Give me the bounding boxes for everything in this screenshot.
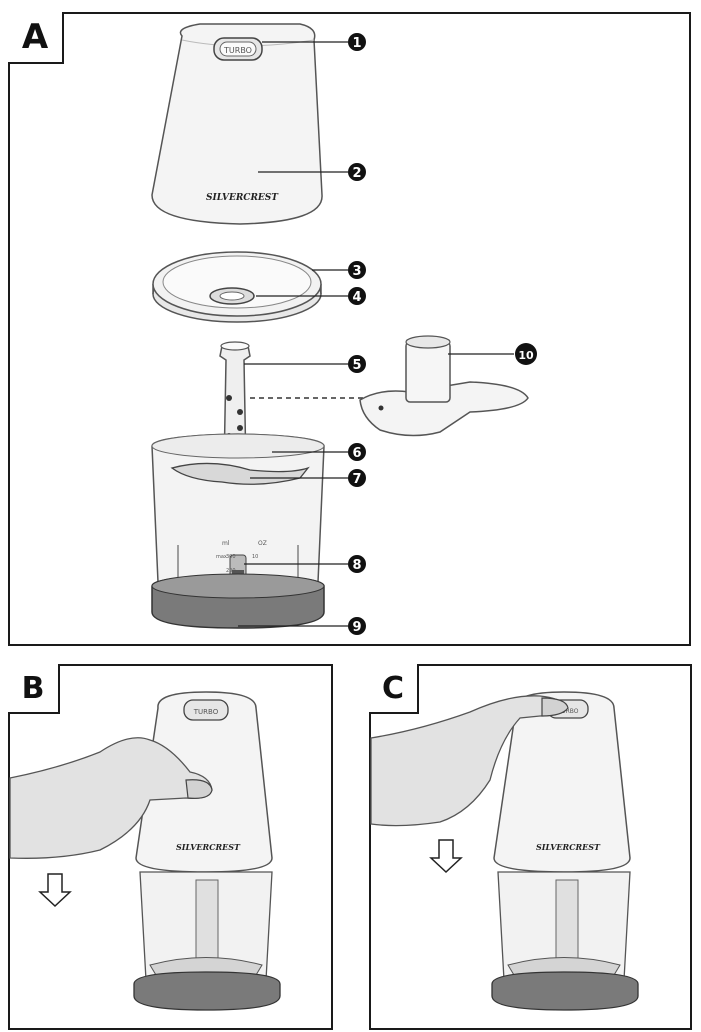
down-arrow-icon: [38, 873, 72, 908]
panel-c-label: C: [369, 664, 419, 714]
svg-text:SILVERCREST: SILVERCREST: [176, 842, 241, 852]
svg-text:8: 8: [352, 558, 361, 573]
svg-text:7: 7: [352, 472, 361, 487]
callout-5: 5: [348, 355, 366, 373]
svg-text:10: 10: [518, 349, 534, 362]
chopper-assembled-c: TURBO SILVERCREST: [491, 691, 639, 1011]
scale-oz-label: OZ: [258, 540, 267, 547]
turbo-button-label: TURBO: [223, 46, 252, 55]
bowl: ml OZ max 300 10 200 100: [151, 433, 325, 629]
chopper-assembled-b: TURBO SILVERCREST: [133, 691, 281, 1011]
callout-2: 2: [348, 163, 366, 181]
svg-text:5: 5: [352, 358, 361, 373]
svg-text:1: 1: [352, 36, 361, 51]
motor-unit: TURBO SILVERCREST: [151, 23, 323, 225]
svg-text:4: 4: [352, 290, 361, 305]
callout-leaders: [238, 41, 514, 627]
callout-10: 10: [515, 343, 537, 365]
hand-pressing-b: [9, 737, 213, 859]
svg-text:6: 6: [352, 446, 361, 461]
callout-6: 6: [348, 443, 366, 461]
callout-4: 4: [348, 287, 366, 305]
callout-7: 7: [348, 469, 366, 487]
svg-text:3: 3: [352, 264, 361, 279]
svg-text:9: 9: [352, 620, 361, 635]
panel-b-label: B: [8, 664, 60, 714]
callout-1: 1: [348, 33, 366, 51]
callout-8: 8: [348, 555, 366, 573]
brand-logo: SILVERCREST: [206, 193, 279, 203]
blade-attachment: [359, 335, 529, 437]
lid: [152, 251, 322, 323]
scale-max-label: max: [216, 554, 227, 560]
scale-ml-mid: 200: [226, 568, 236, 574]
hand-pressing-c: [370, 695, 569, 827]
scale-ml-max: 300: [226, 554, 236, 560]
panel-a: A: [8, 12, 691, 646]
down-arrow-icon: [429, 839, 463, 874]
callout-3: 3: [348, 261, 366, 279]
svg-text:TURBO: TURBO: [193, 708, 219, 716]
svg-text:2: 2: [352, 166, 361, 181]
scale-ml-label: ml: [222, 540, 230, 547]
svg-text:TURBO: TURBO: [557, 708, 579, 715]
scale-oz-max: 10: [252, 554, 258, 560]
panel-a-label: A: [8, 12, 64, 64]
svg-text:SILVERCREST: SILVERCREST: [536, 842, 601, 852]
callout-9: 9: [348, 617, 366, 635]
